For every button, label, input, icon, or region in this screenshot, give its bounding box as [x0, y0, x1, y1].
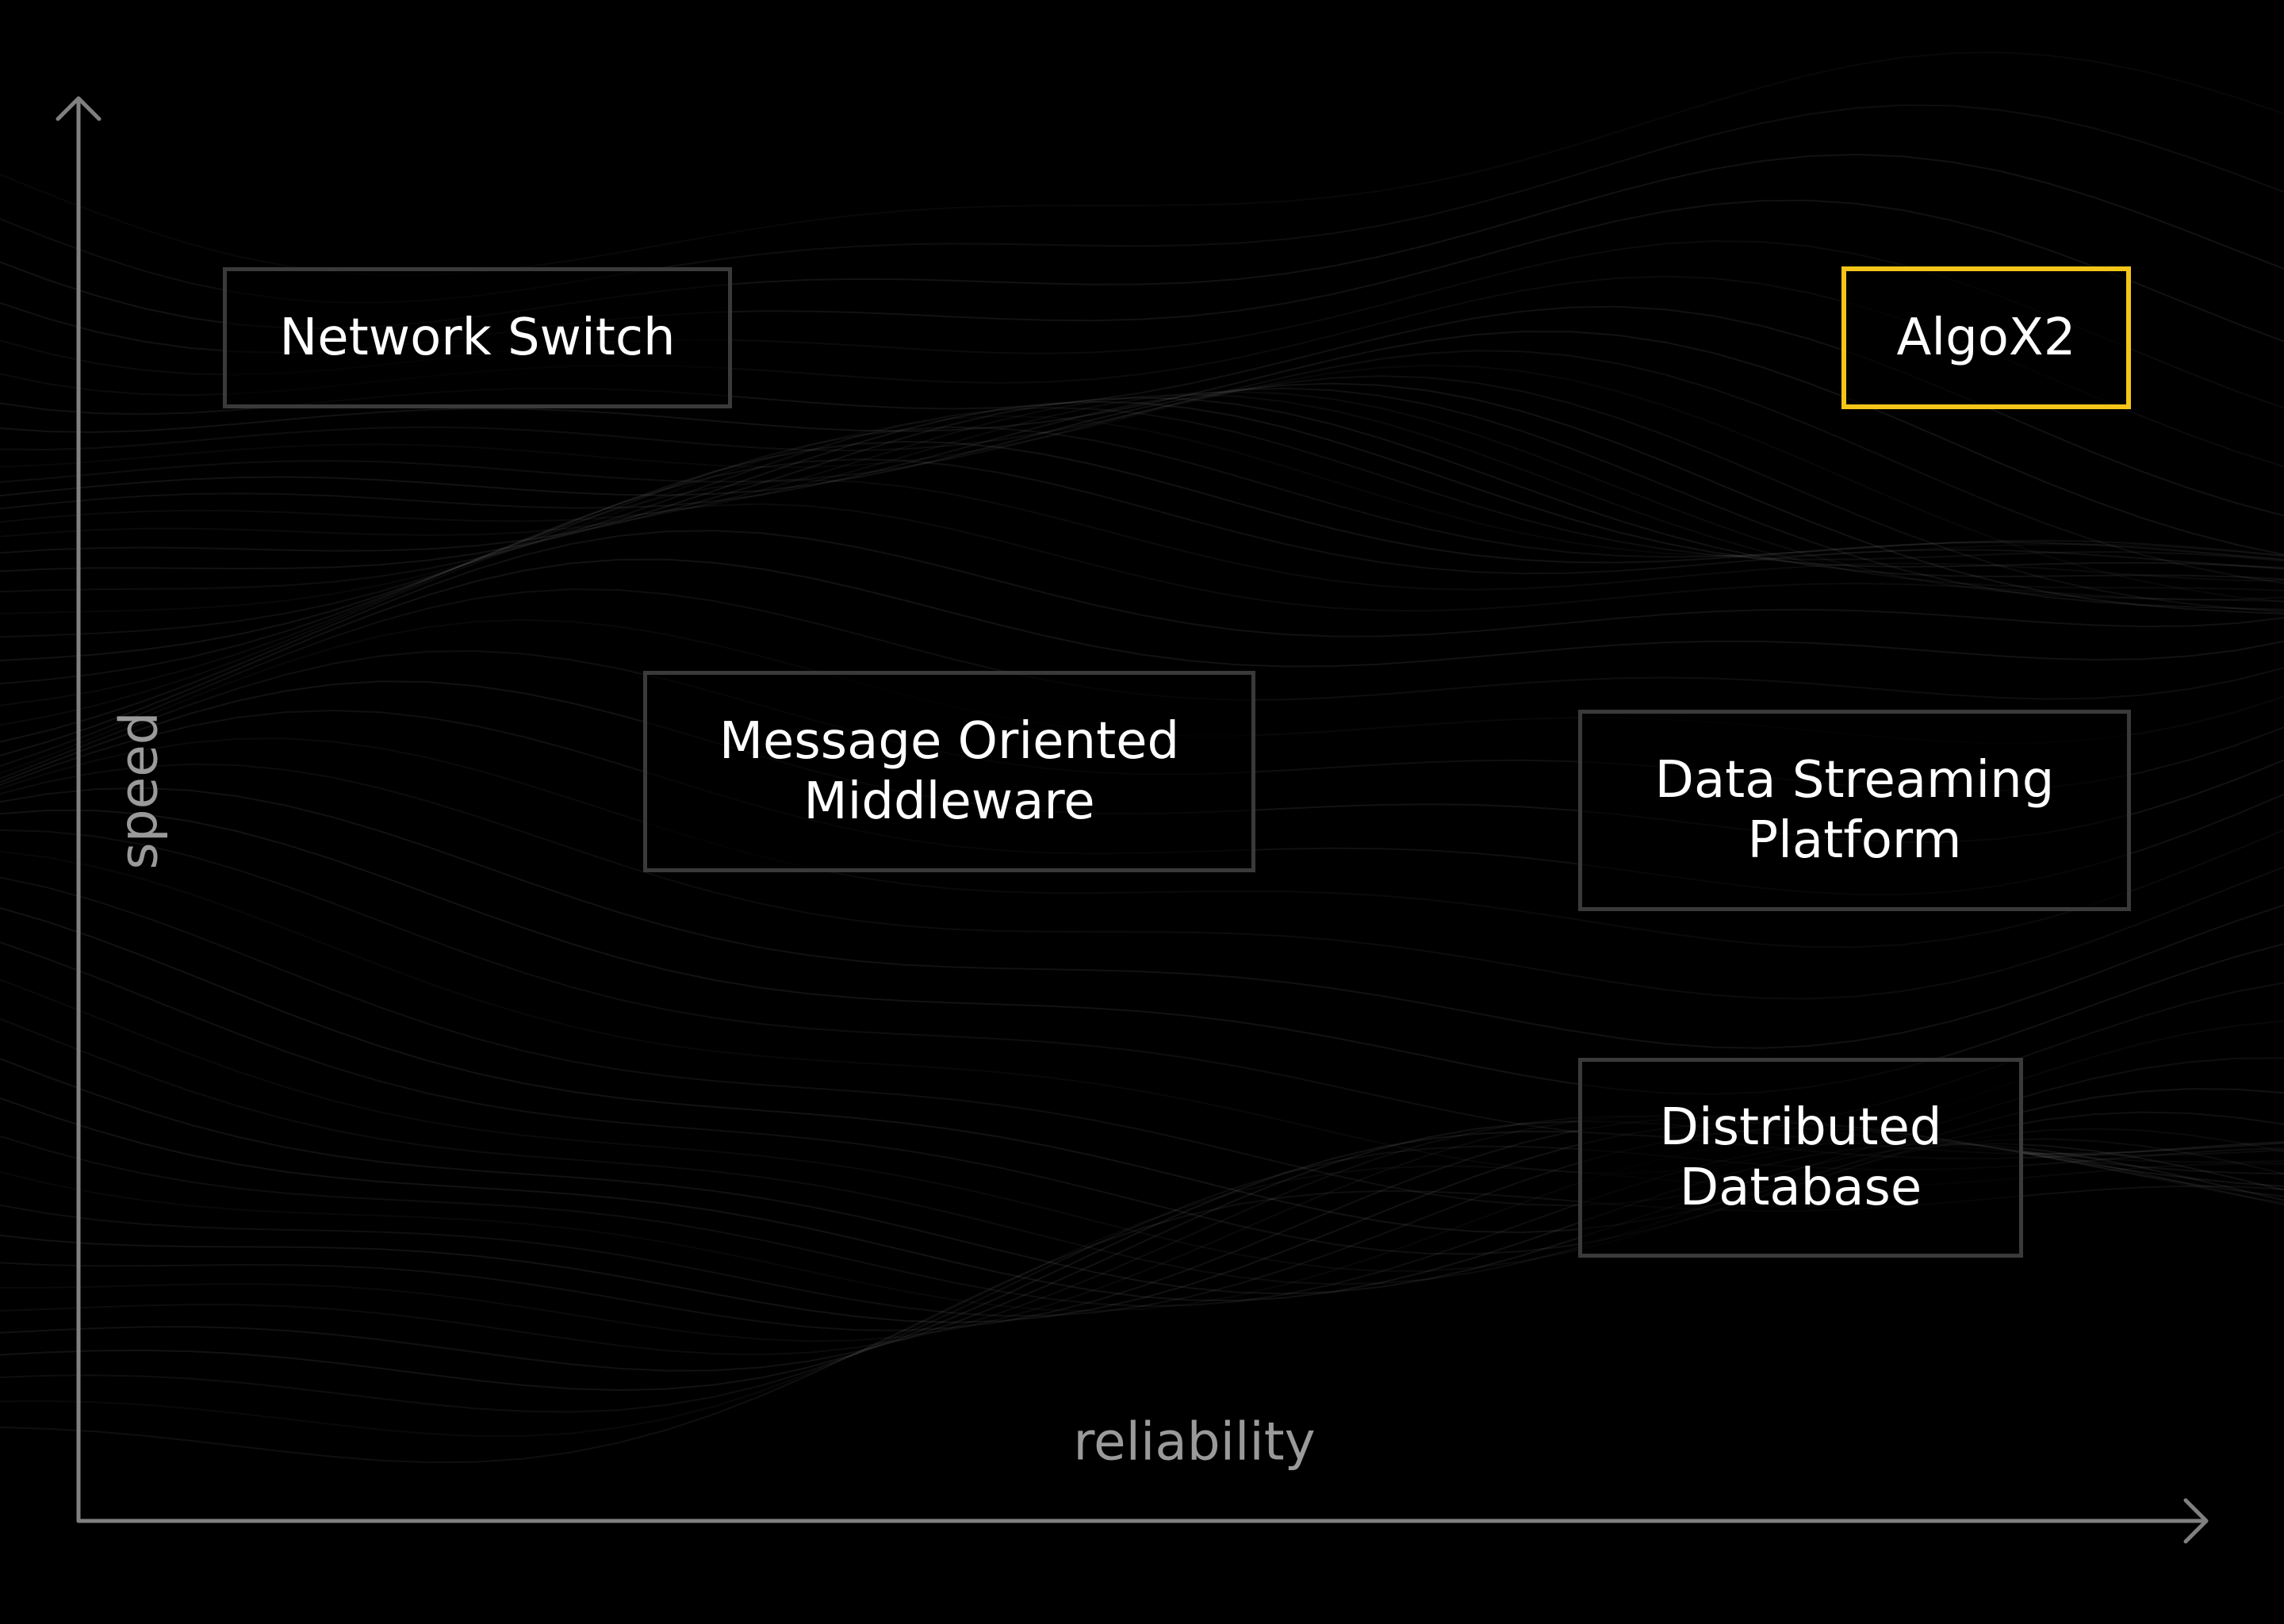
wave-line [0, 426, 2284, 638]
wave-line [0, 387, 2284, 611]
wave-line [0, 375, 2284, 613]
wave-line [0, 763, 2284, 1000]
wave-line [0, 558, 2284, 756]
node-label-line1: Message Oriented [719, 712, 1180, 771]
node-network-switch: Network Switch [223, 267, 732, 408]
node-label: AlgoX2 [1896, 308, 2076, 367]
wave-line [0, 400, 2284, 573]
node-label-line2: Database [1679, 1159, 1922, 1217]
wave-line [0, 393, 2284, 592]
wave-line [0, 440, 2284, 661]
wave-line [0, 737, 2284, 948]
wave-line [0, 331, 2284, 556]
node-label-line1: Distributed [1659, 1098, 1942, 1157]
node-algox2: AlgoX2 [1841, 266, 2131, 409]
wave-line [0, 530, 2284, 743]
wave-line [0, 479, 2284, 707]
wave-line [0, 787, 2284, 1049]
node-label-line2: Middleware [803, 772, 1095, 831]
node-label-line2: Platform [1747, 811, 1962, 870]
y-axis-label: speed [108, 711, 170, 870]
node-label-line1: Data Streaming [1654, 751, 2055, 810]
wave-line [0, 382, 2284, 615]
node-label: Network Switch [279, 308, 676, 367]
wave-line [0, 458, 2284, 685]
x-axis-arrow-icon [2183, 1498, 2209, 1544]
wave-line [0, 350, 2284, 584]
x-axis-label: reliability [1073, 1411, 1316, 1473]
wave-line [0, 407, 2284, 593]
wave-line [0, 391, 2284, 603]
y-axis-arrow-icon [56, 96, 102, 121]
wave-line [0, 396, 2284, 580]
wave-line [0, 503, 2284, 726]
